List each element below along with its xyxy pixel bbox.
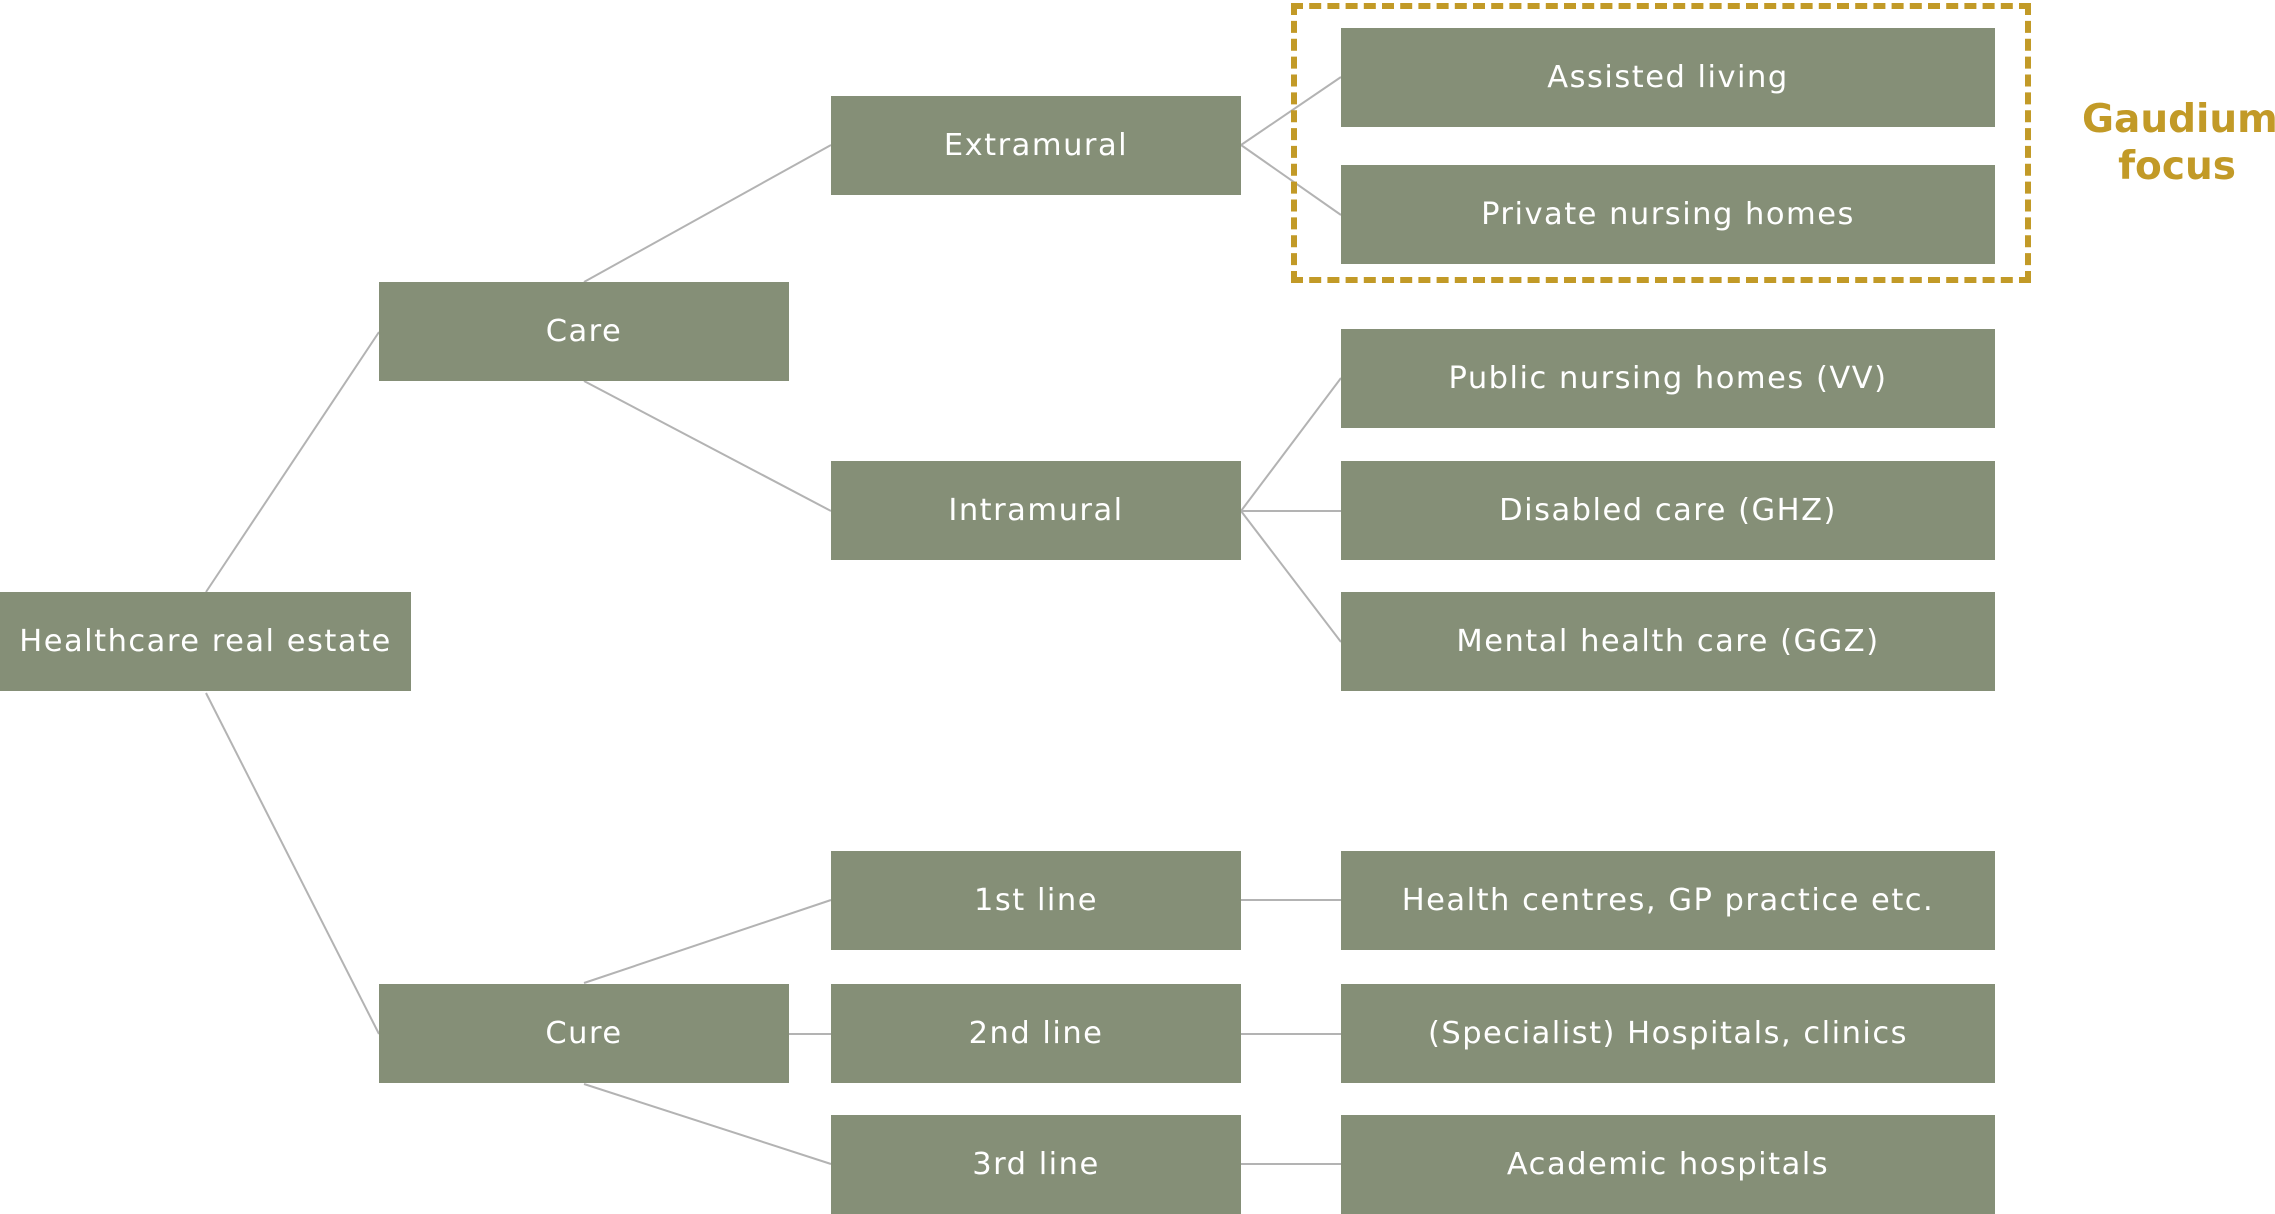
node-care: Care bbox=[379, 282, 789, 381]
node-cure: Cure bbox=[379, 984, 789, 1083]
connector-intramural-public bbox=[1240, 377, 1342, 512]
connector-cure-line1 bbox=[583, 899, 832, 984]
gaudium-focus-label: Gaudium focus bbox=[2082, 96, 2275, 190]
node-label: (Specialist) Hospitals, clinics bbox=[1427, 1016, 1909, 1051]
connector-care-intramural bbox=[583, 380, 832, 512]
node-label: Disabled care (GHZ) bbox=[1499, 493, 1837, 528]
node-3rd-line: 3rd line bbox=[831, 1115, 1241, 1214]
node-2nd-line: 2nd line bbox=[831, 984, 1241, 1083]
node-label: Private nursing homes bbox=[1481, 197, 1855, 232]
node-label: Health centres, GP practice etc. bbox=[1401, 883, 1935, 918]
node-extramural: Extramural bbox=[831, 96, 1241, 195]
node-health-centres: Health centres, GP practice etc. bbox=[1341, 851, 1995, 950]
node-label: Mental health care (GGZ) bbox=[1456, 624, 1880, 659]
node-label: Extramural bbox=[943, 128, 1129, 163]
node-label: Assisted living bbox=[1547, 60, 1789, 95]
node-label: 2nd line bbox=[968, 1016, 1104, 1051]
node-label: Care bbox=[545, 314, 623, 349]
node-label: 1st line bbox=[974, 883, 1098, 918]
node-intramural: Intramural bbox=[831, 461, 1241, 560]
node-label: Intramural bbox=[948, 493, 1124, 528]
node-private-nursing-homes: Private nursing homes bbox=[1341, 165, 1995, 264]
connector-care-extramural bbox=[583, 144, 832, 283]
focus-label-line2: focus bbox=[2118, 144, 2236, 189]
connector-intramural-mental bbox=[1240, 510, 1342, 643]
connector-root-care bbox=[205, 331, 380, 593]
node-disabled-care: Disabled care (GHZ) bbox=[1341, 461, 1995, 560]
node-academic-hospitals: Academic hospitals bbox=[1341, 1115, 1995, 1214]
node-mental-health-care: Mental health care (GGZ) bbox=[1341, 592, 1995, 691]
gaudium-focus-box bbox=[1291, 3, 2031, 283]
node-label: Cure bbox=[545, 1016, 623, 1051]
node-label: Public nursing homes (VV) bbox=[1448, 361, 1888, 396]
connector-cure-line3 bbox=[583, 1083, 832, 1165]
node-public-nursing-homes: Public nursing homes (VV) bbox=[1341, 329, 1995, 428]
node-healthcare-real-estate: Healthcare real estate bbox=[0, 592, 411, 691]
node-assisted-living: Assisted living bbox=[1341, 28, 1995, 127]
node-1st-line: 1st line bbox=[831, 851, 1241, 950]
connector-root-cure bbox=[205, 692, 380, 1035]
focus-label-line1: Gaudium bbox=[2082, 97, 2275, 142]
node-label: Academic hospitals bbox=[1506, 1147, 1830, 1182]
node-label: 3rd line bbox=[972, 1147, 1100, 1182]
node-specialist-hospitals: (Specialist) Hospitals, clinics bbox=[1341, 984, 1995, 1083]
node-label: Healthcare real estate bbox=[19, 624, 392, 659]
